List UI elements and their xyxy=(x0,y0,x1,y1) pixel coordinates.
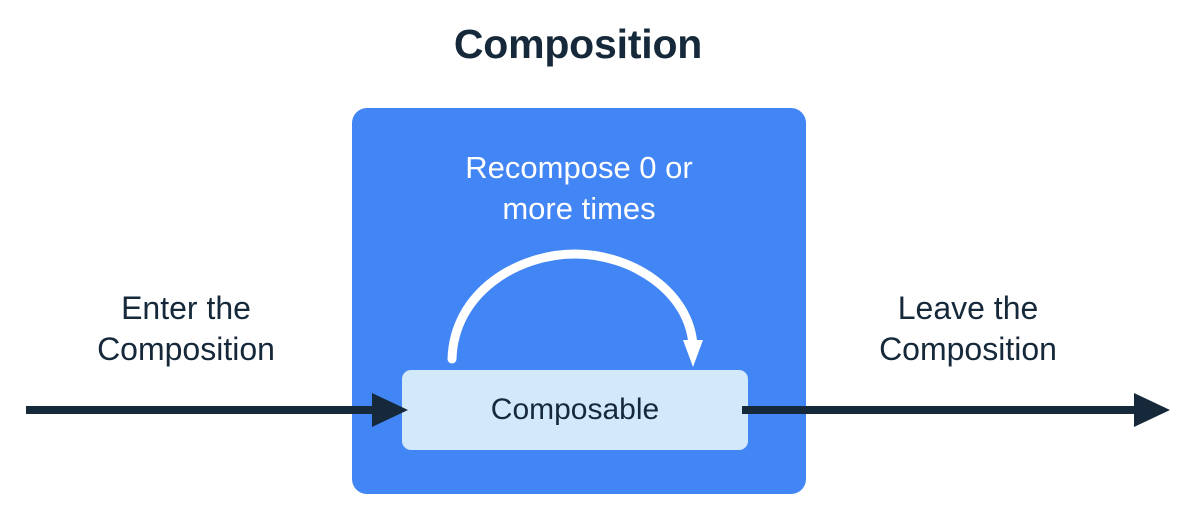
recompose-caption: Recompose 0 or more times xyxy=(352,148,806,230)
enter-composition-label-line-2: Composition xyxy=(97,330,275,367)
composable-node-label: Composable xyxy=(490,393,660,426)
composable-node[interactable]: Composable xyxy=(402,370,748,450)
enter-flow-arrow-icon xyxy=(26,393,408,427)
leave-flow-arrow-icon xyxy=(742,393,1170,427)
recompose-caption-line-2: more times xyxy=(502,190,656,226)
enter-composition-label: Enter the Composition xyxy=(30,288,342,370)
page-title: Composition xyxy=(453,21,703,67)
recompose-loop-arrow-icon xyxy=(447,249,703,367)
enter-composition-label-line-1: Enter the xyxy=(121,290,251,326)
leave-composition-label-line-2: Composition xyxy=(879,330,1057,367)
leave-composition-label-line-1: Leave the xyxy=(897,290,1039,326)
leave-composition-label: Leave the Composition xyxy=(812,288,1124,370)
recompose-caption-line-1: Recompose 0 or xyxy=(465,150,693,185)
